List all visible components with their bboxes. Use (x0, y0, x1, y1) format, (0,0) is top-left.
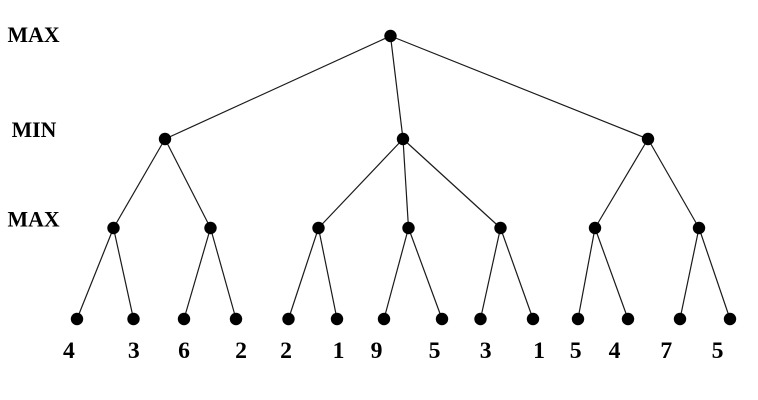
svg-text:MIN: MIN (12, 118, 57, 142)
svg-text:9: 9 (371, 338, 383, 364)
svg-text:3: 3 (128, 338, 140, 364)
svg-text:1: 1 (333, 338, 345, 364)
svg-text:MAX: MAX (8, 23, 60, 47)
svg-text:5: 5 (570, 338, 582, 364)
svg-text:4: 4 (609, 338, 621, 364)
svg-text:2: 2 (280, 338, 292, 364)
svg-text:6: 6 (178, 338, 190, 364)
svg-text:5: 5 (712, 338, 724, 364)
svg-text:MAX: MAX (8, 208, 60, 232)
svg-text:3: 3 (480, 338, 492, 364)
svg-text:2: 2 (235, 338, 247, 364)
svg-text:7: 7 (660, 338, 672, 364)
svg-text:5: 5 (429, 338, 441, 364)
svg-text:1: 1 (533, 338, 545, 364)
svg-text:4: 4 (63, 338, 75, 364)
